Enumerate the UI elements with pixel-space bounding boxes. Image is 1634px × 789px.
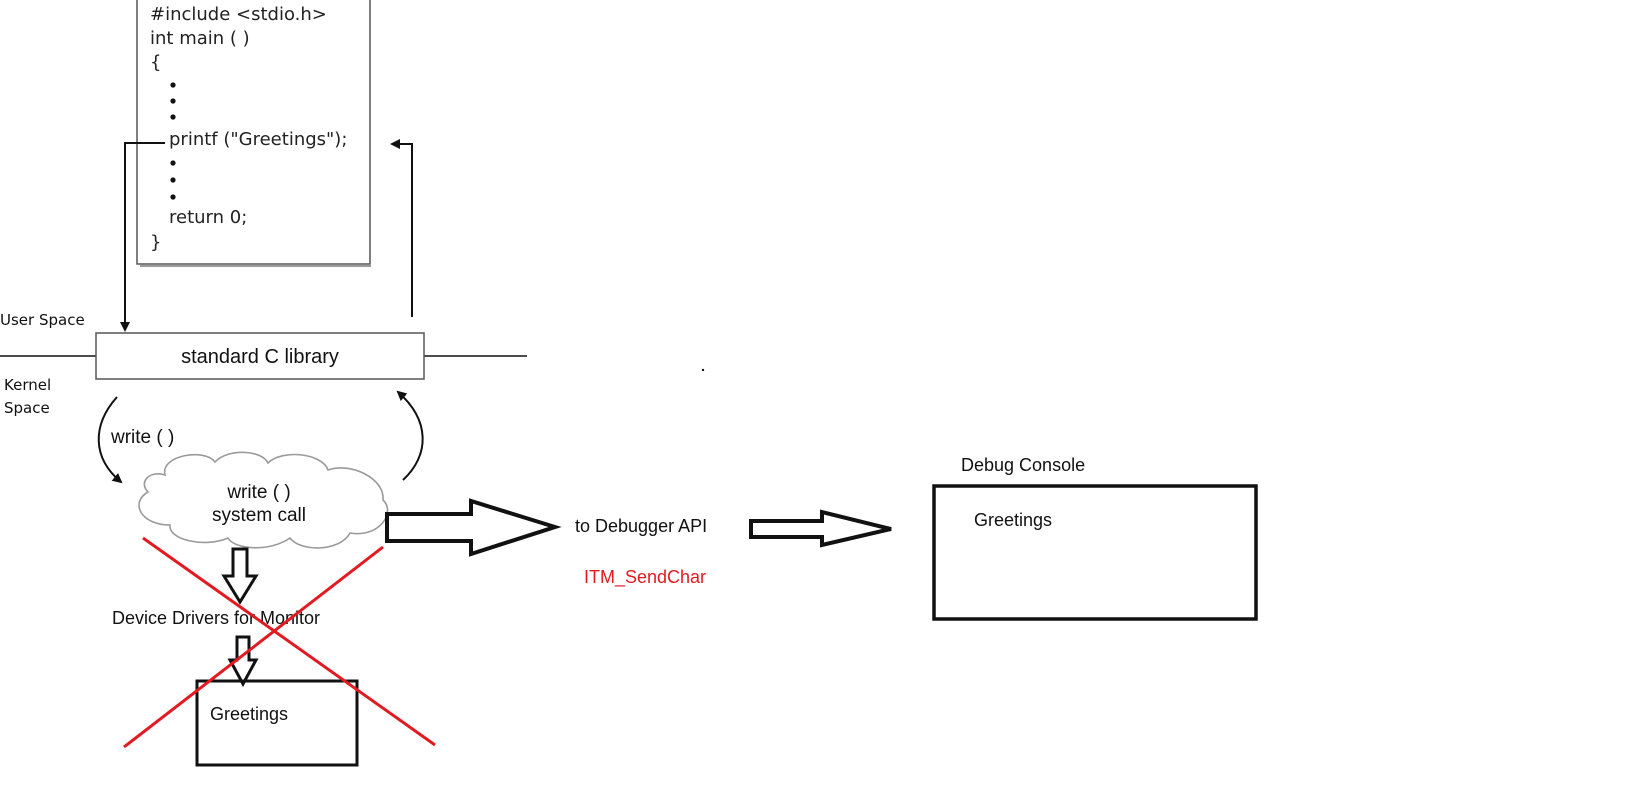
write-call-label: write ( ) <box>110 427 174 448</box>
printf-to-library-arrow <box>120 142 165 332</box>
stray-dot <box>701 368 705 372</box>
code-line-include: #include <stdio.h> <box>150 4 327 25</box>
red-cross <box>123 536 436 749</box>
debug-console-title: Debug Console <box>961 455 1085 475</box>
code-ellipsis-bottom <box>170 160 176 200</box>
cloud-shape <box>138 451 389 549</box>
syscall-label-2: system call <box>212 505 306 526</box>
debugger-api-label: to Debugger API <box>575 516 707 536</box>
syscall-to-library-curve <box>396 390 424 481</box>
code-line-printf: printf ("Greetings"); <box>169 129 347 150</box>
std-c-library-box: standard C library <box>95 332 425 380</box>
code-line-return: return 0; <box>169 207 247 228</box>
monitor-output-box: Greetings <box>195 679 359 767</box>
syscall-label-1: write ( ) <box>226 482 290 503</box>
device-drivers-label: Device Drivers for Monitor <box>112 608 320 628</box>
user-space-label: User Space <box>0 311 85 329</box>
code-line-open-brace: { <box>150 52 161 73</box>
kernel-label: Kernel <box>4 376 51 394</box>
debug-console-output: Greetings <box>974 510 1052 530</box>
code-box-frame <box>136 0 371 265</box>
library-to-syscall-curve <box>97 396 123 484</box>
syscall-cloud: write ( ) system call <box>138 451 389 549</box>
std-c-library-label: standard C library <box>181 346 339 368</box>
code-box: #include <stdio.h> int main ( ) { printf… <box>136 0 371 267</box>
debug-console-box: Greetings <box>932 484 1258 621</box>
code-line-main: int main ( ) <box>150 28 250 49</box>
library-to-printf-arrow <box>390 139 413 317</box>
space-label: Space <box>4 399 50 417</box>
monitor-output-text: Greetings <box>210 704 288 724</box>
syscall-to-debugger-arrow <box>385 498 562 557</box>
debugger-to-console-arrow <box>749 509 892 548</box>
syscall-to-drivers-arrow <box>221 547 259 605</box>
code-line-close-brace: } <box>150 232 161 253</box>
code-ellipsis-top <box>170 82 176 120</box>
itm-sendchar-label: ITM_SendChar <box>584 567 706 588</box>
